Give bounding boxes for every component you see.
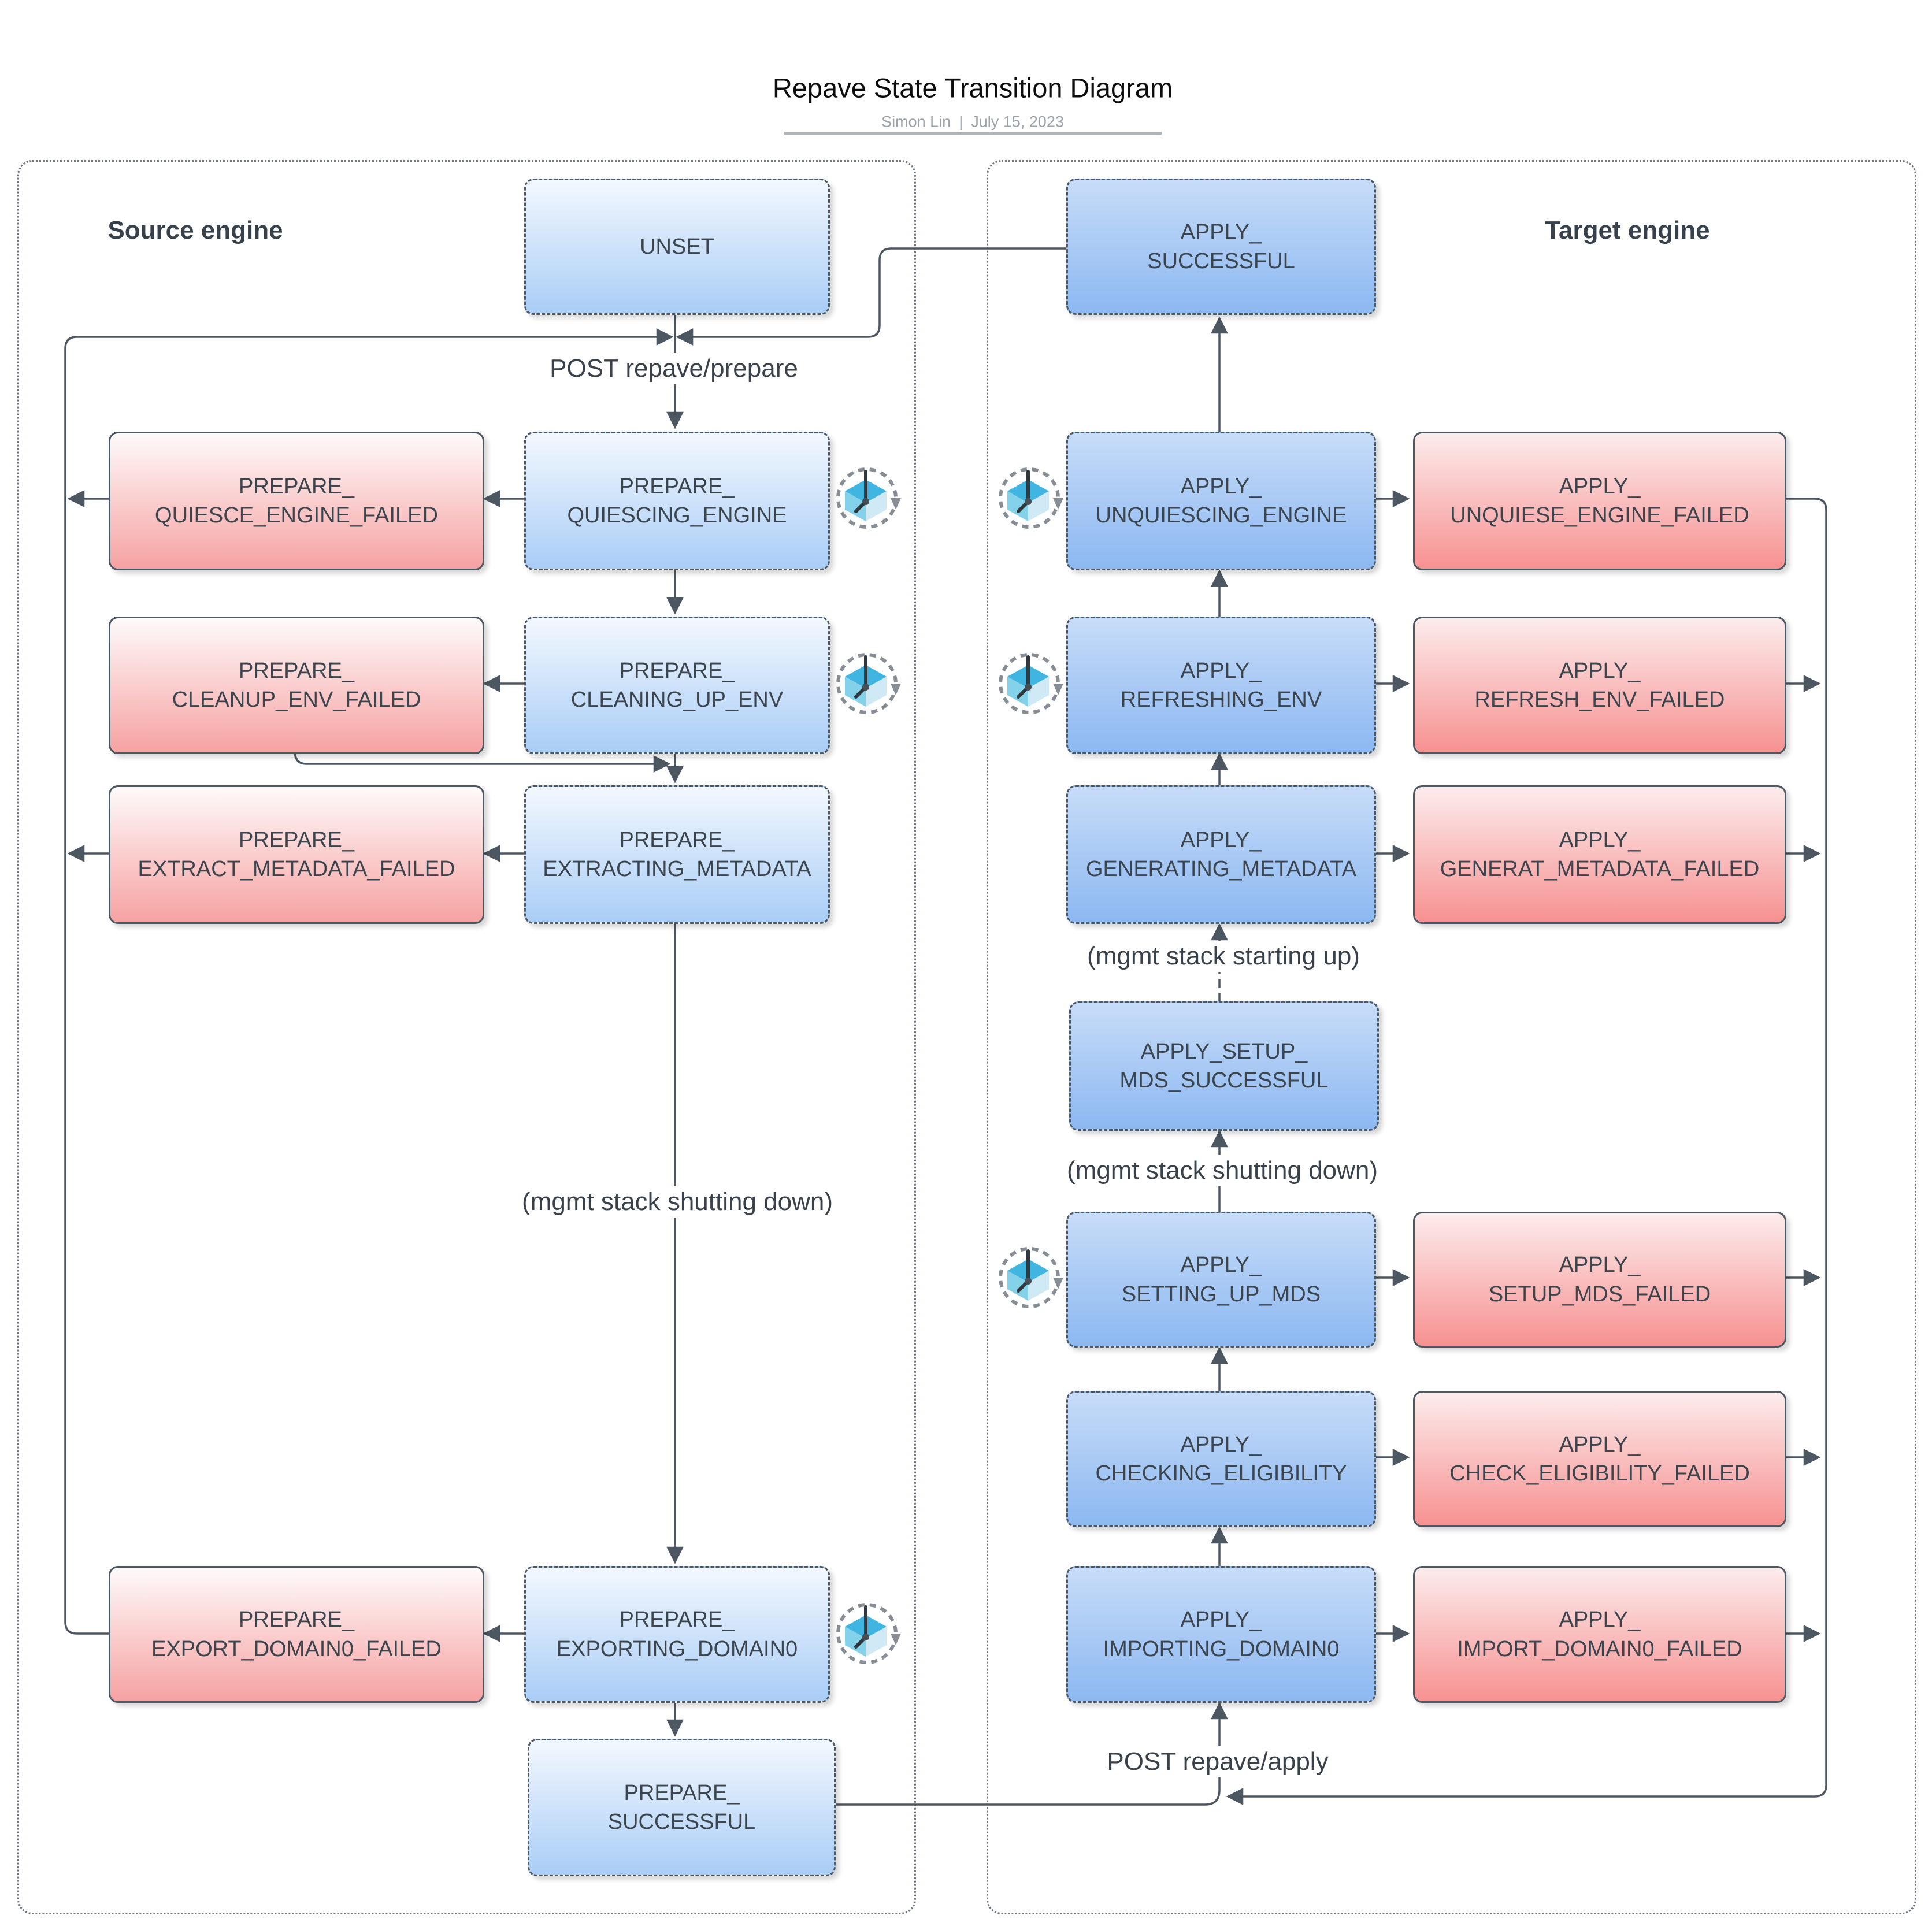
state-prepare-successful: PREPARE_ SUCCESSFUL: [528, 1739, 836, 1876]
source-engine-label: Source engine: [107, 216, 283, 244]
state-prepare-extracting-metadata: PREPARE_ EXTRACTING_METADATA: [524, 785, 830, 924]
source-engine-container: [17, 160, 916, 1914]
state-prepare-extract-metadata-failed: PREPARE_ EXTRACT_METADATA_FAILED: [109, 785, 484, 924]
state-apply-setup-mds-successful: APPLY_SETUP_ MDS_SUCCESSFUL: [1069, 1001, 1379, 1131]
state-apply-unquiescing-engine: APPLY_ UNQUIESCING_ENGINE: [1066, 432, 1376, 570]
task-in-progress-icon: [995, 649, 1064, 718]
state-prepare-cleaning-up-env: PREPARE_ CLEANING_UP_ENV: [524, 617, 830, 754]
state-apply-check-eligibility-failed: APPLY_ CHECK_ELIGIBILITY_FAILED: [1413, 1391, 1786, 1527]
state-prepare-quiesce-engine-failed: PREPARE_ QUIESCE_ENGINE_FAILED: [109, 432, 484, 570]
state-unset: UNSET: [524, 179, 830, 315]
target-engine-container: [987, 160, 1916, 1914]
task-in-progress-icon: [832, 463, 902, 533]
edge-label-mgmt-stack-starting-up: (mgmt stack starting up): [1080, 941, 1367, 972]
task-in-progress-icon: [995, 1243, 1064, 1312]
state-apply-checking-eligibility: APPLY_ CHECKING_ELIGIBILITY: [1066, 1391, 1376, 1527]
task-in-progress-icon: [995, 463, 1064, 533]
state-apply-successful: APPLY_ SUCCESSFUL: [1066, 179, 1376, 315]
state-apply-generat-metadata-failed: APPLY_ GENERAT_METADATA_FAILED: [1413, 785, 1786, 924]
state-apply-setup-mds-failed: APPLY_ SETUP_MDS_FAILED: [1413, 1212, 1786, 1348]
task-in-progress-icon: [832, 1599, 902, 1668]
state-apply-importing-domain0: APPLY_ IMPORTING_DOMAIN0: [1066, 1566, 1376, 1703]
edge-label-mgmt-stack-shutting-down-target: (mgmt stack shutting down): [1060, 1155, 1385, 1186]
state-prepare-cleanup-env-failed: PREPARE_ CLEANUP_ENV_FAILED: [109, 617, 484, 754]
state-apply-generating-metadata: APPLY_ GENERATING_METADATA: [1066, 785, 1376, 924]
date: July 15, 2023: [971, 113, 1064, 131]
state-apply-unquiese-engine-failed: APPLY_ UNQUIESE_ENGINE_FAILED: [1413, 432, 1786, 570]
state-apply-setting-up-mds: APPLY_ SETTING_UP_MDS: [1066, 1212, 1376, 1348]
edge-label-post-repave-apply: POST repave/apply: [1100, 1746, 1336, 1777]
state-apply-refresh-env-failed: APPLY_ REFRESH_ENV_FAILED: [1413, 617, 1786, 754]
state-prepare-exporting-domain0: PREPARE_ EXPORTING_DOMAIN0: [524, 1566, 830, 1703]
state-apply-import-domain0-failed: APPLY_ IMPORT_DOMAIN0_FAILED: [1413, 1566, 1786, 1703]
edge-label-post-repave-prepare: POST repave/prepare: [543, 353, 805, 384]
title-underline: [784, 132, 1162, 135]
state-prepare-quiescing-engine: PREPARE_ QUIESCING_ENGINE: [524, 432, 830, 570]
page-subtitle: Simon Lin | July 15, 2023: [881, 113, 1064, 131]
edge-label-mgmt-stack-shutting-down-source: (mgmt stack shutting down): [515, 1186, 840, 1218]
subtitle-divider: |: [959, 113, 963, 131]
task-in-progress-icon: [832, 649, 902, 718]
page-title: Repave State Transition Diagram: [772, 72, 1173, 103]
state-prepare-export-domain0-failed: PREPARE_ EXPORT_DOMAIN0_FAILED: [109, 1566, 484, 1703]
target-engine-label: Target engine: [1545, 216, 1710, 244]
author: Simon Lin: [881, 113, 951, 131]
state-apply-refreshing-env: APPLY_ REFRESHING_ENV: [1066, 617, 1376, 754]
